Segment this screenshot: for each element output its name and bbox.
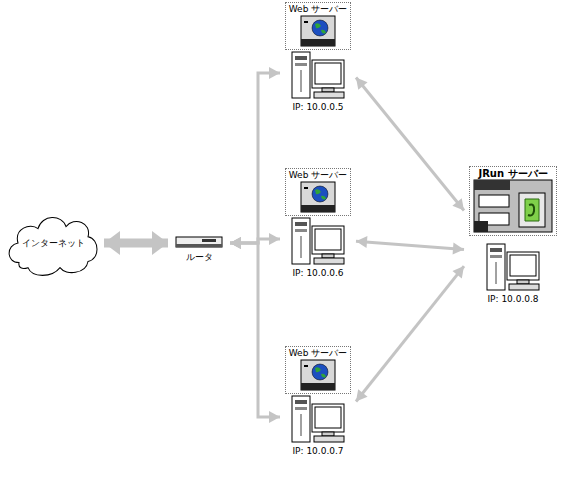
web-server-node: Web サーバー IP: 10.0.0.7 (282, 346, 354, 457)
software-label: Web サーバー (289, 170, 347, 181)
connector-line (230, 243, 280, 417)
arrowhead (269, 67, 280, 79)
arrowhead (452, 266, 464, 278)
server-software-box: Web サーバー (285, 168, 351, 216)
software-label: JRun サーバー (478, 168, 547, 179)
server-software-box: Web サーバー (285, 346, 351, 394)
software-label: Web サーバー (289, 348, 347, 359)
ip-address: IP: 10.0.0.5 (292, 102, 343, 113)
connector-line (356, 266, 464, 401)
connector (230, 233, 280, 249)
arrowhead (230, 237, 241, 249)
arrowhead (230, 237, 241, 249)
connector (356, 266, 464, 401)
computer-icon (483, 242, 543, 292)
device-label: ルータ (186, 252, 213, 263)
arrowhead (356, 389, 368, 401)
jrun-server-icon (473, 179, 553, 233)
arrowhead (356, 77, 368, 89)
router-icon (174, 235, 224, 249)
ip-address: IP: 10.0.0.6 (292, 268, 343, 279)
web-server-icon (300, 181, 336, 213)
arrowhead (453, 243, 464, 255)
server-software-box: JRun サーバー (469, 166, 557, 236)
ip-address: IP: 10.0.0.7 (292, 446, 343, 457)
web-server-icon (300, 15, 336, 47)
ip-address: IP: 10.0.0.8 (487, 294, 538, 305)
jrun-server-node: JRun サーバー IP: 10.0.0.8 (466, 166, 560, 305)
connector (104, 231, 168, 255)
connector (356, 236, 464, 254)
connector-line (230, 73, 280, 243)
web-server-node: Web サーバー IP: 10.0.0.6 (282, 168, 354, 279)
internet-cloud: インターネット (4, 206, 102, 280)
connector (230, 67, 280, 249)
arrowhead (356, 236, 367, 248)
connector (356, 77, 464, 210)
connector-line (356, 77, 464, 210)
arrowhead (104, 231, 120, 255)
connector (230, 237, 280, 423)
arrowhead (230, 237, 241, 249)
server-software-box: Web サーバー (285, 2, 351, 50)
router-node: ルータ (170, 235, 228, 263)
web-server-icon (300, 359, 336, 391)
web-server-node: Web サーバー IP: 10.0.0.5 (282, 2, 354, 113)
computer-icon (288, 50, 348, 100)
computer-icon (288, 394, 348, 444)
software-label: Web サーバー (289, 4, 347, 15)
arrowhead (452, 198, 464, 210)
arrowhead (152, 231, 168, 255)
arrowhead (269, 411, 280, 423)
arrowhead (269, 233, 280, 245)
network-label: インターネット (22, 238, 85, 249)
connector-line (356, 241, 464, 249)
computer-icon (288, 216, 348, 266)
